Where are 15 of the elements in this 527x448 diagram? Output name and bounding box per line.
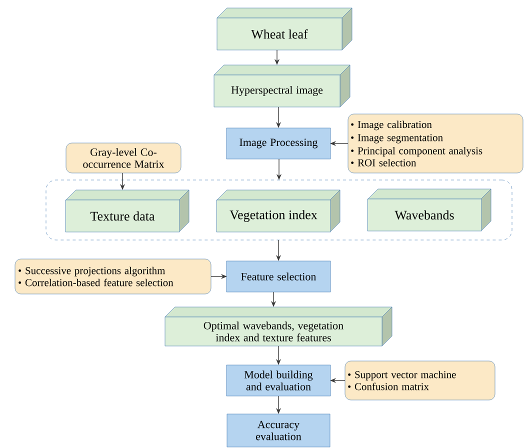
method-list-box: • Successive projections algorithm • Correlation-based feature selection xyxy=(14,258,212,294)
cube-box: Wheat leaf xyxy=(216,8,352,50)
process-box: Image Processing xyxy=(226,128,331,160)
method-list-box: • Support vector machine • Confusion matrix xyxy=(344,360,496,400)
dashed-group-box xyxy=(46,180,512,240)
method-box: Gray-level Co-occurrence Matrix xyxy=(66,142,182,174)
cube-box: Hyperspectral image xyxy=(214,64,350,108)
method-list-box: • Image calibration • Image segmentation • Principal component analysis • ROI selection xyxy=(348,114,524,174)
process-box: Model building and evaluation xyxy=(226,364,331,396)
process-box: Feature selection xyxy=(226,260,331,292)
cube-box: Wavebands xyxy=(367,188,492,232)
cube-box: Vegetation index xyxy=(216,190,340,232)
cube-box: Optimal wavebands, vegetation index and texture features xyxy=(164,306,392,346)
cube-box: Texture data xyxy=(65,190,190,232)
process-box: Accuracy evaluation xyxy=(226,414,330,448)
